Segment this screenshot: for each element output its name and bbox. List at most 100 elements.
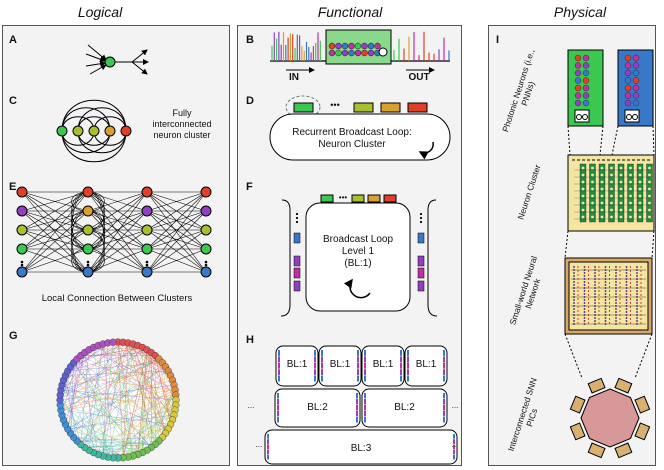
spiking-neuron: [335, 42, 342, 50]
side-neuron: [293, 267, 301, 279]
cluster-neuron-column: [627, 163, 634, 223]
bl1-box: [361, 345, 405, 387]
panel-c-cluster: [56, 99, 132, 163]
ellipsis-left-2: ...: [255, 440, 263, 449]
photonic-neuron-blue: [632, 84, 640, 92]
spiking-neuron: [367, 49, 375, 57]
bl2-box: [361, 388, 448, 428]
cluster-neuron-column: [617, 163, 625, 223]
panel-f-dots: •••: [338, 193, 348, 202]
panel-b-spikes: [270, 29, 450, 73]
panel-g-circular-graph: [56, 338, 180, 462]
bl2-box: [274, 388, 361, 428]
bl1-label-1: BL:1: [286, 359, 308, 370]
panel-d-caption-line2: Neuron Cluster: [318, 139, 386, 150]
panel-f-line3: (BL:1): [344, 258, 372, 269]
network-node: [141, 266, 153, 278]
panel-a-neuron: [85, 44, 149, 75]
photonic-neuron-green: [582, 62, 590, 69]
bl1-box: [275, 345, 319, 387]
photonic-neuron-blue: [632, 62, 640, 69]
output-neuron: [378, 47, 388, 57]
network-node: [141, 186, 153, 198]
pic-chip: [587, 377, 606, 394]
pic-chip: [634, 422, 651, 441]
cluster-neuron-column: [636, 163, 644, 223]
cluster-neuron-column: [598, 163, 606, 223]
spiking-neuron: [367, 42, 375, 50]
column-title-logical: Logical: [77, 4, 123, 20]
pic-chip: [569, 395, 586, 414]
cluster-neuron-column: [646, 163, 653, 223]
photonic-neuron-blue: [632, 54, 640, 62]
bl1-box: [318, 345, 362, 387]
network-node: [16, 266, 28, 278]
panel-b-label: B: [246, 34, 254, 46]
panel-h-label: H: [246, 334, 254, 346]
network-node: [16, 205, 28, 217]
panel-h-hierarchy: [264, 345, 458, 465]
panel-i-smallworld-chip: [564, 230, 655, 335]
side-neuron: [293, 255, 301, 267]
cluster-neuron-column: [579, 163, 587, 223]
photonic-neuron-green: [574, 54, 582, 62]
panel-f-label: F: [246, 181, 253, 193]
network-node: [82, 186, 94, 198]
panel-e-network: [21, 191, 207, 273]
photonic-neuron-blue: [632, 69, 640, 77]
photonic-neuron-green: [582, 77, 590, 84]
pic-chip: [634, 395, 651, 414]
cluster-neuron-column: [608, 163, 615, 223]
photonic-neuron-green: [582, 92, 590, 99]
photonic-neuron-green: [582, 99, 590, 107]
spiking-neuron: [348, 49, 355, 57]
pic-chip: [587, 442, 606, 459]
side-neuron: [417, 232, 425, 244]
network-node: [200, 266, 212, 278]
photonic-neuron-green: [574, 84, 582, 92]
photonic-neuron-blue: [624, 92, 632, 99]
side-neuron: [417, 267, 425, 279]
side-neuron: [293, 232, 301, 244]
network-node: [16, 243, 28, 255]
ellipsis-left-1: ...: [247, 401, 255, 410]
pic-chip: [614, 442, 633, 459]
spiking-neuron: [328, 42, 336, 50]
panel-d-dots: •••: [330, 100, 340, 110]
photonic-neuron-green: [574, 77, 582, 84]
panel-b-in-label: IN: [289, 72, 299, 83]
photonic-neuron-blue: [632, 77, 640, 84]
ellipsis-right-1: ...: [451, 401, 459, 410]
ellipsis-right-2: ...: [451, 440, 459, 449]
side-neuron: [417, 255, 425, 267]
photonic-neuron-blue: [624, 99, 632, 107]
panel-d-label: D: [246, 95, 254, 107]
spiking-neuron: [361, 49, 368, 57]
network-node: [82, 243, 94, 255]
network-node: [200, 224, 212, 236]
bl3-label: BL:3: [350, 443, 372, 454]
bl1-box: [404, 345, 448, 387]
network-node: [82, 224, 94, 236]
photonic-neuron-blue: [624, 54, 632, 62]
column-title-physical: Physical: [553, 4, 607, 20]
photonic-neuron-blue: [624, 69, 632, 77]
network-node: [141, 205, 153, 217]
panel-i-cluster-chip: [567, 125, 655, 232]
spiking-neuron: [348, 42, 355, 50]
photonic-neuron-green: [582, 84, 590, 92]
photonic-neuron-green: [582, 54, 590, 62]
cluster-neuron-column: [589, 163, 596, 223]
photonic-neuron-blue: [632, 92, 640, 99]
photonic-neuron-green: [574, 62, 582, 69]
panel-d-caption-line1: Recurrent Broadcast Loop:: [292, 127, 412, 138]
pic-hub: [580, 388, 640, 448]
panel-i-interconnected: [564, 333, 653, 459]
panel-c-caption: Fully interconnected neuron cluster: [152, 108, 212, 140]
network-node: [200, 205, 212, 217]
pic-chip: [569, 422, 586, 441]
graph-node: [109, 338, 117, 346]
network-node: [16, 224, 28, 236]
network-node: [16, 186, 28, 198]
spiking-neuron: [335, 49, 342, 57]
